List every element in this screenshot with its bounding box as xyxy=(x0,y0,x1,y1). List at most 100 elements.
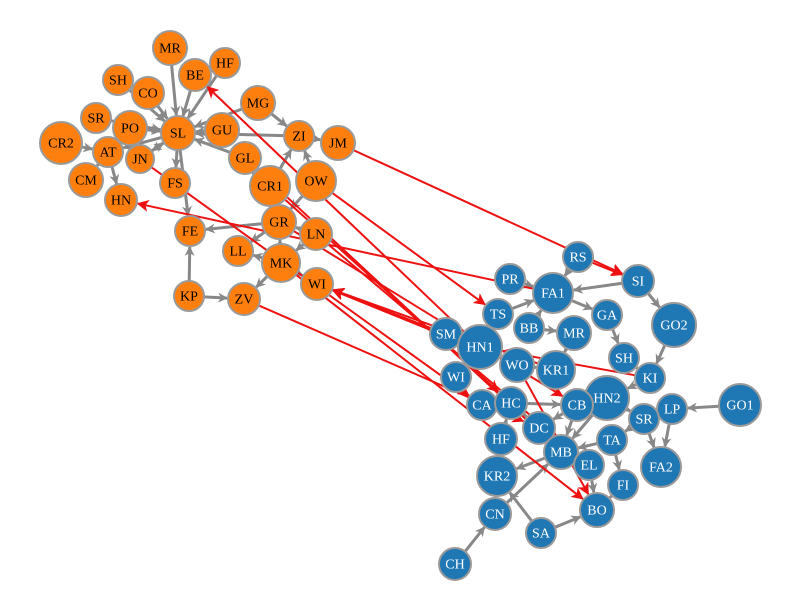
node-HN[interactable]: HN xyxy=(104,183,138,217)
node-GO1[interactable]: GO1 xyxy=(718,383,762,427)
node-circle xyxy=(656,393,688,425)
node-label: JN xyxy=(132,153,148,168)
node-FS[interactable]: FS xyxy=(159,167,191,199)
node-FI[interactable]: FI xyxy=(607,469,639,501)
node-HF_a[interactable]: HF xyxy=(209,47,241,79)
node-label: LL xyxy=(229,245,246,260)
node-HF_b[interactable]: HF xyxy=(484,422,518,456)
node-ZV[interactable]: ZV xyxy=(227,282,261,316)
node-SA[interactable]: SA xyxy=(525,517,557,549)
node-circle xyxy=(178,58,212,92)
node-LL[interactable]: LL xyxy=(222,235,254,267)
node-label: GR xyxy=(269,216,289,231)
node-label: SR xyxy=(635,413,653,428)
node-GL[interactable]: GL xyxy=(228,141,262,175)
node-label: SH xyxy=(109,74,127,89)
node-label: TS xyxy=(490,308,506,323)
node-label: GU xyxy=(212,124,232,139)
node-label: HN1 xyxy=(466,341,493,356)
node-label: HF xyxy=(492,433,510,448)
node-HN2[interactable]: HN2 xyxy=(584,375,630,421)
node-WO[interactable]: WO xyxy=(499,347,535,383)
node-BE[interactable]: BE xyxy=(178,58,212,92)
edge-GO2-KI xyxy=(655,344,667,365)
node-BO[interactable]: BO xyxy=(579,492,615,528)
node-SR_a[interactable]: SR xyxy=(80,102,112,134)
node-CB[interactable]: CB xyxy=(560,388,594,422)
node-CN[interactable]: CN xyxy=(478,497,512,531)
node-CO[interactable]: CO xyxy=(131,76,165,110)
node-label: CB xyxy=(568,399,587,414)
node-label: GA xyxy=(597,309,618,324)
node-circle xyxy=(494,263,526,295)
node-PR[interactable]: PR xyxy=(494,263,526,295)
node-RS[interactable]: RS xyxy=(562,241,594,273)
node-circle xyxy=(112,110,148,146)
node-AT[interactable]: AT xyxy=(92,136,124,168)
node-label: CR2 xyxy=(48,137,74,152)
node-GA[interactable]: GA xyxy=(591,299,623,331)
node-CH[interactable]: CH xyxy=(438,547,472,581)
node-FA2[interactable]: FA2 xyxy=(640,446,682,488)
node-circle xyxy=(159,167,191,199)
node-KP[interactable]: KP xyxy=(173,280,205,312)
node-MG[interactable]: MG xyxy=(240,85,276,121)
node-circle xyxy=(152,30,188,66)
node-circle xyxy=(651,302,697,348)
node-GU[interactable]: GU xyxy=(204,112,240,148)
node-TA[interactable]: TA xyxy=(596,424,628,456)
node-TS[interactable]: TS xyxy=(482,298,514,330)
node-FE[interactable]: FE xyxy=(174,215,206,247)
node-WI_b[interactable]: WI xyxy=(440,361,472,393)
node-CR1[interactable]: CR1 xyxy=(249,165,291,207)
cross-edge-OW-TS xyxy=(331,191,486,306)
node-label: GL xyxy=(236,152,255,167)
edge-CB-DC xyxy=(552,410,565,421)
cross-edge-HN1-BE xyxy=(206,86,465,333)
node-CR2[interactable]: CR2 xyxy=(39,121,83,165)
node-HC[interactable]: HC xyxy=(494,386,528,420)
node-DC[interactable]: DC xyxy=(522,411,556,445)
node-label: LN xyxy=(307,228,326,243)
edge-BE-SL xyxy=(180,89,192,117)
node-BB[interactable]: BB xyxy=(513,312,545,344)
node-MB[interactable]: MB xyxy=(543,434,579,470)
node-CM[interactable]: CM xyxy=(68,162,104,198)
node-circle xyxy=(240,85,276,121)
node-circle xyxy=(628,403,660,435)
node-HN1[interactable]: HN1 xyxy=(457,324,503,370)
node-circle xyxy=(131,76,165,110)
node-KR1[interactable]: KR1 xyxy=(536,350,576,390)
node-GR[interactable]: GR xyxy=(261,204,297,240)
node-OW[interactable]: OW xyxy=(295,160,337,202)
node-LP[interactable]: LP xyxy=(656,393,688,425)
node-LN[interactable]: LN xyxy=(299,217,333,251)
node-KI[interactable]: KI xyxy=(634,362,666,394)
node-EL[interactable]: EL xyxy=(573,449,605,481)
edge-TA-FI xyxy=(612,454,622,471)
node-ZI[interactable]: ZI xyxy=(283,120,315,152)
node-JN[interactable]: JN xyxy=(125,144,155,174)
node-KR2[interactable]: KR2 xyxy=(476,455,518,497)
node-MK[interactable]: MK xyxy=(261,243,301,283)
node-WI_a[interactable]: WI xyxy=(300,267,334,301)
node-circle xyxy=(482,298,514,330)
node-SH_b[interactable]: SH xyxy=(608,342,640,374)
node-CA[interactable]: CA xyxy=(466,389,498,421)
node-JM[interactable]: JM xyxy=(320,125,356,161)
node-FA1[interactable]: FA1 xyxy=(532,272,574,314)
node-label: FE xyxy=(182,225,198,240)
node-SH_a[interactable]: SH xyxy=(102,64,134,96)
node-MR_a[interactable]: MR xyxy=(152,30,188,66)
node-label: OW xyxy=(304,175,328,190)
node-SR_b[interactable]: SR xyxy=(628,403,660,435)
node-label: SI xyxy=(632,275,645,290)
node-circle xyxy=(92,136,124,168)
node-SL[interactable]: SL xyxy=(160,115,196,151)
node-MR_b[interactable]: MR xyxy=(556,315,592,351)
edge-MB-KR2 xyxy=(515,456,546,471)
node-SI[interactable]: SI xyxy=(621,264,655,298)
node-PO[interactable]: PO xyxy=(112,110,148,146)
node-GO2[interactable]: GO2 xyxy=(651,302,697,348)
